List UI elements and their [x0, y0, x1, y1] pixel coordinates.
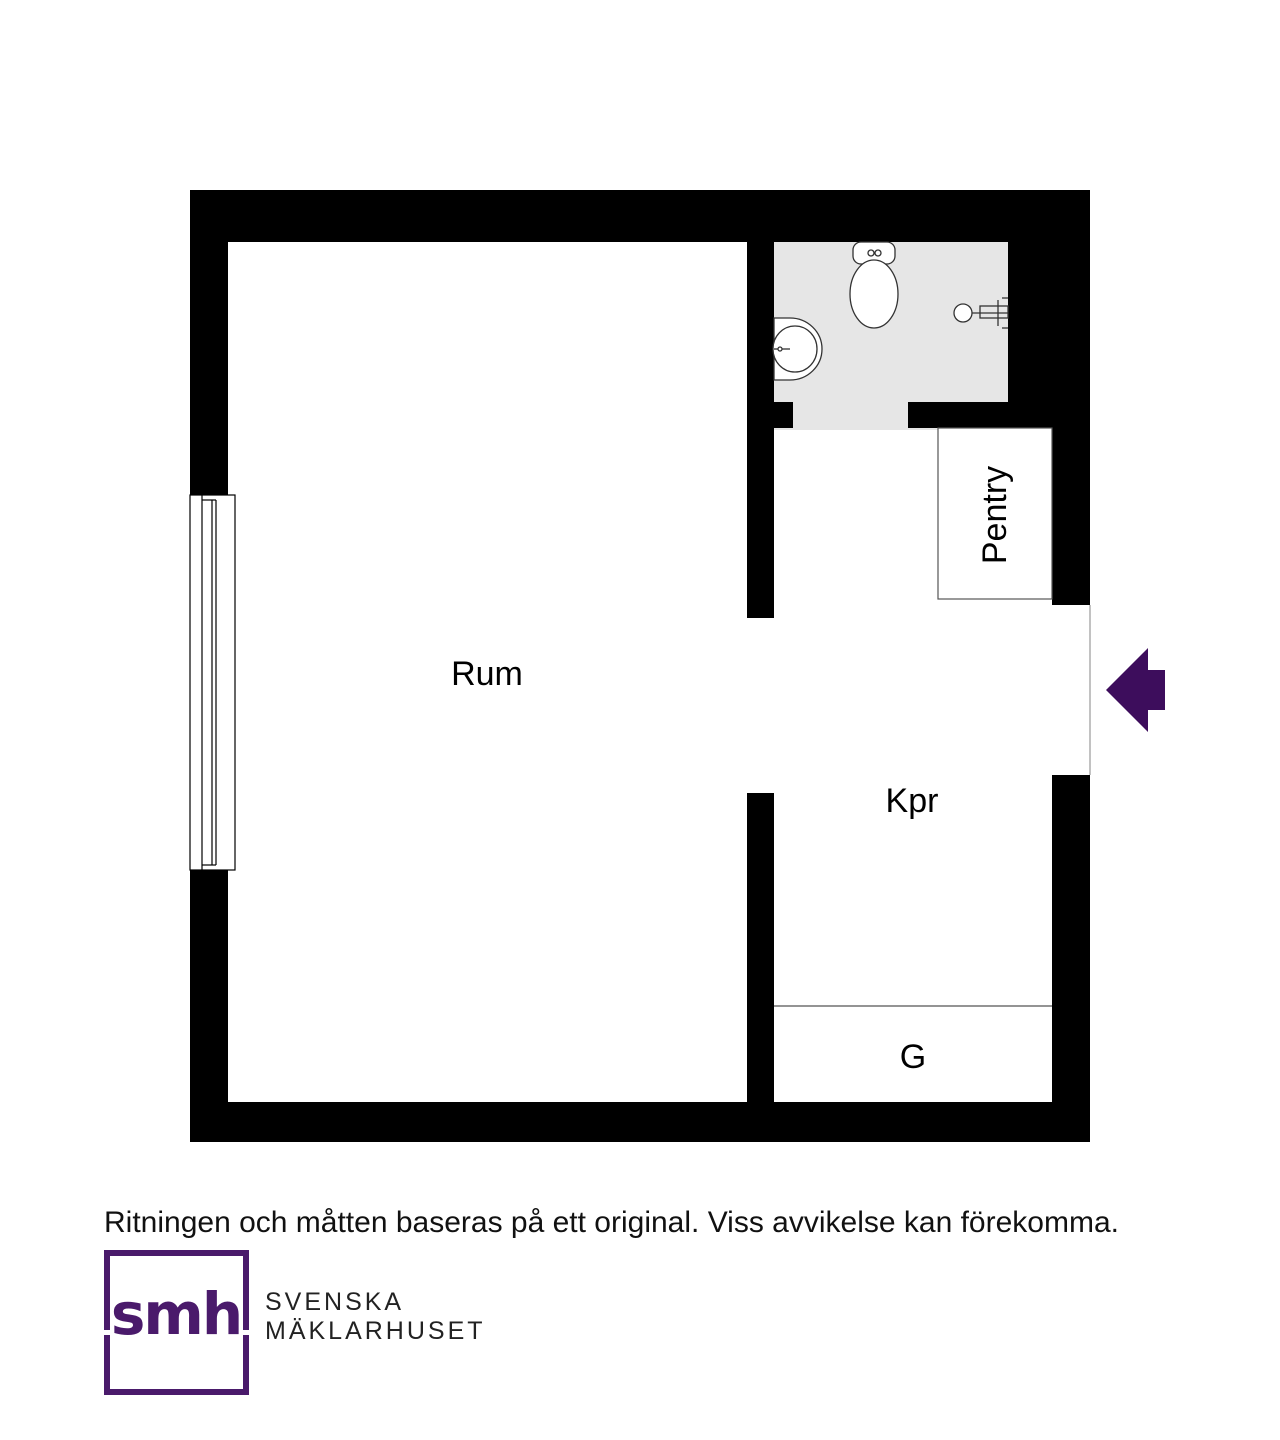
toilet-icon — [849, 241, 899, 329]
disclaimer-text: Ritningen och måtten baseras på ett orig… — [104, 1206, 1119, 1239]
brand-line-2: MÄKLARHUSET — [265, 1317, 486, 1345]
logo-text: smh — [111, 1280, 241, 1348]
room-label-rum: Rum — [451, 655, 523, 693]
brand-line-1: SVENSKA — [265, 1288, 405, 1316]
sink-icon — [772, 317, 823, 381]
interior-walls — [747, 240, 1090, 1111]
floor-plan: Rum Kpr G Pentry — [189, 190, 1165, 1142]
shower-icon — [953, 297, 1009, 329]
pentry-counter — [937, 427, 1053, 600]
window — [189, 494, 236, 871]
brand-name: SVENSKA MÄKLARHUSET — [265, 1288, 486, 1346]
room-label-kpr: Kpr — [886, 782, 939, 820]
outer-walls — [190, 190, 1090, 1142]
room-label-pentry: Pentry — [976, 466, 1014, 564]
entrance-arrow-icon — [1106, 648, 1165, 732]
smh-logo: smh — [104, 1250, 249, 1395]
room-label-garderob: G — [900, 1038, 926, 1076]
